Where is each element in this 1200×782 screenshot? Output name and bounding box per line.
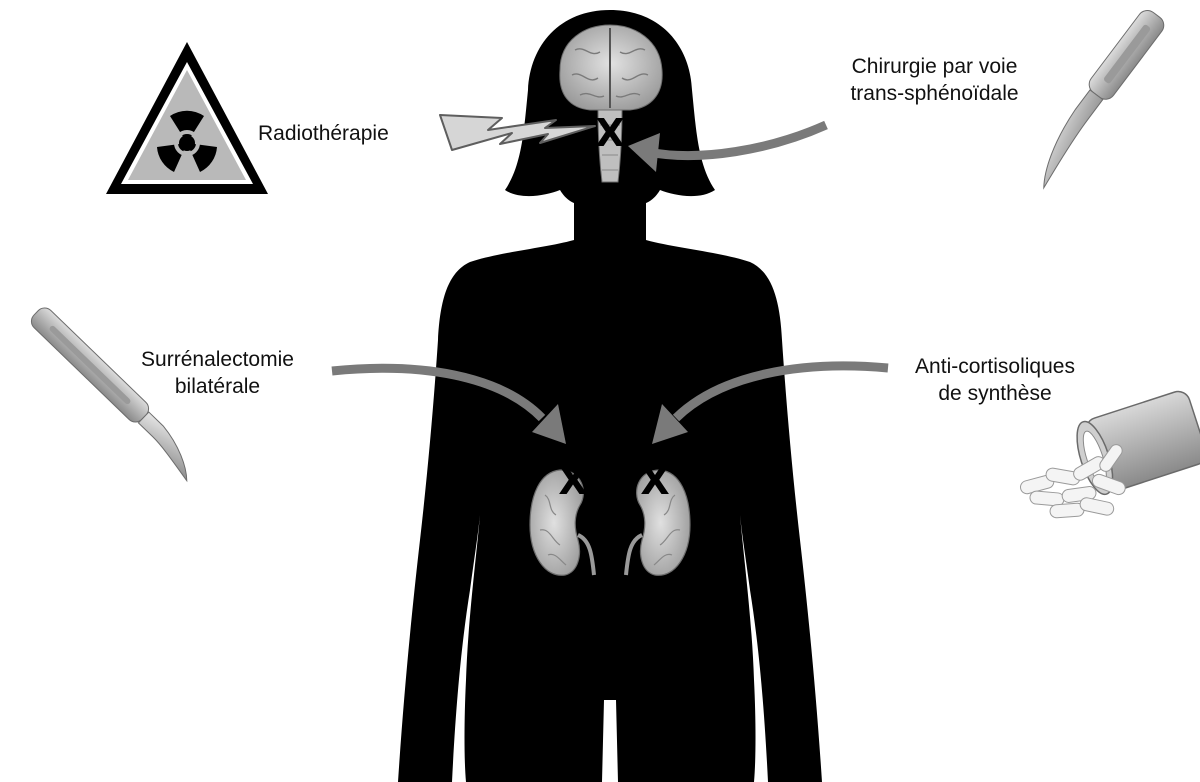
label-line: de synthèse xyxy=(900,380,1090,407)
pituitary-x-mark: X xyxy=(595,111,624,155)
pill-bottle-icon xyxy=(1019,388,1200,518)
label-radiotherapy: Radiothérapie xyxy=(258,120,389,147)
label-adrenalectomy: Surrénalectomie bilatérale xyxy=(130,346,305,400)
label-line: Anti-cortisoliques xyxy=(900,353,1090,380)
label-line: trans-sphénoïdale xyxy=(832,80,1037,107)
label-line: Surrénalectomie xyxy=(130,346,305,373)
radiation-warning-icon xyxy=(106,42,268,194)
label-line: Radiothérapie xyxy=(258,120,389,147)
label-line: bilatérale xyxy=(130,373,305,400)
label-transsphenoidal-surgery: Chirurgie par voie trans-sphénoïdale xyxy=(832,53,1037,107)
label-line: Chirurgie par voie xyxy=(832,53,1037,80)
scalpel-icon xyxy=(1021,7,1167,188)
right-adrenal-x-mark: X xyxy=(640,459,669,503)
label-anticortisol-drugs: Anti-cortisoliques de synthèse xyxy=(900,353,1090,407)
left-adrenal-x-mark: X xyxy=(558,459,587,503)
